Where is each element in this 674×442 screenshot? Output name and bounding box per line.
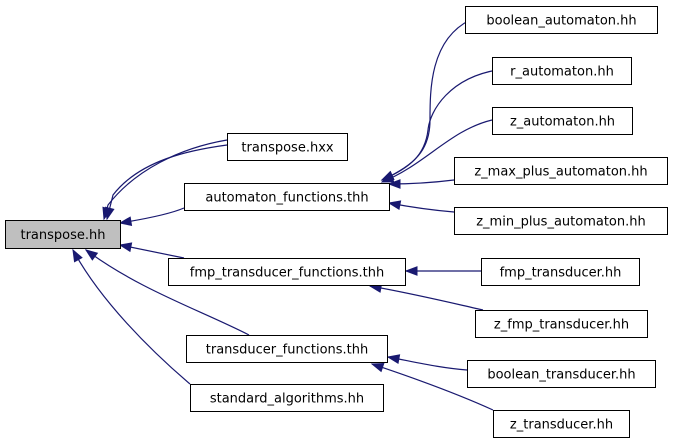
edge-line [85, 249, 250, 336]
edge-standard_algorithms_hh-to-transpose_hh [72, 248, 191, 385]
edge-z_transducer_hh-to-transducer_functions_thh [370, 362, 494, 411]
node-box [467, 360, 656, 388]
edge-line [381, 119, 493, 183]
edge-arrowhead [404, 266, 418, 276]
node-label: r_automaton.hh [510, 65, 614, 80]
node-box [492, 57, 632, 85]
node-boolean-transducer-hh[interactable]: boolean_transducer.hh [467, 360, 656, 388]
edge-z_min_plus_automaton_hh-to-automaton_functions_thh [387, 200, 455, 213]
node-box [492, 107, 633, 135]
node-label: boolean_automaton.hh [486, 14, 636, 29]
edge-fmp_transducer_functions_thh-to-transpose_hh [118, 242, 185, 259]
node-box [227, 133, 348, 161]
node-box [168, 258, 406, 286]
node-box [465, 6, 658, 34]
edge-boolean_transducer_hh-to-transducer_functions_thh [386, 354, 468, 371]
edge-transducer_functions_thh-to-transpose_hh [84, 249, 250, 336]
node-label: automaton_functions.thh [205, 191, 368, 206]
node-z-min-plus-automaton-hh[interactable]: z_min_plus_automaton.hh [454, 207, 668, 235]
node-label: z_max_plus_automaton.hh [474, 165, 647, 180]
edge-line [371, 363, 494, 411]
edge-line [103, 139, 228, 220]
node-z-transducer-hh[interactable]: z_transducer.hh [493, 410, 630, 438]
node-box [190, 384, 384, 412]
edge-arrowhead [386, 354, 401, 364]
edge-arrowhead [370, 362, 385, 373]
edge-arrowhead [387, 200, 402, 210]
node-z-max-plus-automaton-hh[interactable]: z_max_plus_automaton.hh [454, 157, 668, 185]
node-box [186, 335, 388, 363]
node-automaton-functions-thh[interactable]: automaton_functions.thh [184, 183, 390, 211]
edge-arrowhead [102, 206, 112, 221]
node-label: z_transducer.hh [510, 418, 613, 433]
node-r-automaton-hh[interactable]: r_automaton.hh [492, 57, 632, 85]
node-transducer-functions-thh[interactable]: transducer_functions.thh [186, 335, 388, 363]
node-box [475, 310, 648, 338]
node-box [493, 410, 630, 438]
edge-arrowhead [380, 173, 395, 183]
edge-fmp_transducer_hh-to-fmp_transducer_functions_thh [404, 266, 482, 276]
edge-z_fmp_transducer_hh-to-fmp_transducer_functions_thh [368, 283, 484, 311]
edge-arrowhead [387, 179, 401, 189]
node-label: z_min_plus_automaton.hh [476, 215, 646, 230]
edge-line [72, 249, 191, 385]
edges-layer [72, 19, 498, 411]
node-z-fmp-transducer-hh[interactable]: z_fmp_transducer.hh [475, 310, 648, 338]
node-standard-algorithms-hh[interactable]: standard_algorithms.hh [190, 384, 384, 412]
node-label: transpose.hxx [241, 141, 333, 156]
node-boolean-automaton-hh[interactable]: boolean_automaton.hh [465, 6, 658, 34]
node-box [184, 183, 390, 211]
node-label: transpose.hh [20, 228, 105, 243]
node-label: boolean_transducer.hh [487, 368, 635, 383]
node-transpose-hh[interactable]: transpose.hh [5, 220, 121, 249]
edge-line [381, 69, 498, 181]
nodes-layer: transpose.hh transpose.hxx automaton_funct… [5, 6, 668, 438]
edge-line [387, 356, 468, 371]
node-label: z_fmp_transducer.hh [494, 318, 629, 333]
node-label: z_automaton.hh [510, 115, 615, 130]
node-transpose-hxx[interactable]: transpose.hxx [227, 133, 348, 161]
node-label: fmp_transducer_functions.thh [190, 266, 384, 281]
node-label: standard_algorithms.hh [210, 392, 364, 407]
node-fmp-transducer-hh[interactable]: fmp_transducer.hh [481, 258, 640, 286]
node-fmp-transducer-functions-thh[interactable]: fmp_transducer_functions.thh [168, 258, 406, 286]
node-label: transducer_functions.thh [206, 343, 369, 358]
node-z-automaton-hh[interactable]: z_automaton.hh [492, 107, 633, 135]
edge-z_max_plus_automaton_hh-to-automaton_functions_thh [387, 179, 455, 189]
node-box [5, 220, 121, 249]
node-box [454, 157, 668, 185]
edge-arrowhead [84, 249, 99, 261]
node-box [481, 258, 640, 286]
edge-line [369, 285, 484, 311]
edge-arrowhead [118, 216, 133, 227]
node-box [454, 207, 668, 235]
edge-automaton_functions_thh-to-transpose_hh [102, 139, 228, 221]
edge-arrowhead [72, 248, 83, 263]
node-label: fmp_transducer.hh [500, 266, 622, 281]
edge-line [106, 144, 228, 220]
edge-automaton_functions_thh-to-transpose_hh [118, 207, 185, 227]
edge-arrowhead [118, 242, 133, 253]
edge-z_automaton_hh-to-automaton_functions_thh [380, 119, 493, 183]
